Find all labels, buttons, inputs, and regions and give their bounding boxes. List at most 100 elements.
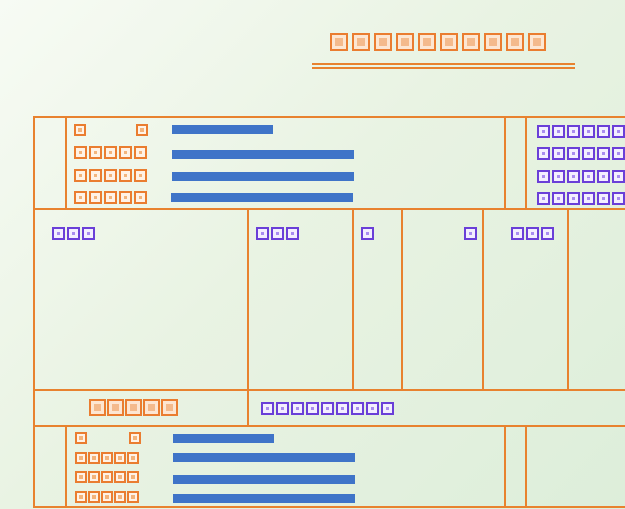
top-right-text-1 (537, 125, 625, 138)
glyph (67, 227, 80, 240)
glyph (582, 192, 595, 205)
bottom-label-4 (75, 491, 139, 503)
glyph (114, 471, 126, 483)
glyph (101, 471, 113, 483)
glyph (127, 491, 139, 503)
glyph (119, 169, 132, 182)
glyph (351, 402, 364, 415)
glyph (567, 192, 580, 205)
bottom-label-divider (65, 425, 67, 508)
glyph (88, 452, 100, 464)
glyph (462, 33, 480, 51)
top-value-line-1 (172, 125, 273, 134)
glyph (134, 191, 147, 204)
glyph (537, 192, 550, 205)
glyph (89, 399, 106, 416)
glyph (582, 147, 595, 160)
glyph (567, 147, 580, 160)
table-rule-2 (33, 389, 625, 391)
glyph (361, 227, 374, 240)
col-divider-3 (401, 208, 403, 390)
glyph (52, 227, 65, 240)
glyph (143, 399, 160, 416)
glyph (291, 402, 304, 415)
top-right-text-3 (537, 170, 625, 183)
top-label-3 (74, 169, 147, 182)
title-underline-top (312, 63, 575, 65)
footer-value (261, 402, 394, 415)
glyph (114, 491, 126, 503)
glyph (440, 33, 458, 51)
bottom-label-2 (75, 452, 139, 464)
glyph (352, 33, 370, 51)
glyph (506, 33, 524, 51)
glyph (306, 402, 319, 415)
glyph (552, 125, 565, 138)
glyph (552, 147, 565, 160)
bottom-value-line-3 (173, 475, 355, 484)
glyph (136, 124, 148, 136)
col-divider-4 (482, 208, 484, 390)
glyph (271, 227, 284, 240)
glyph (74, 169, 87, 182)
column-header-4 (464, 227, 477, 240)
glyph (89, 169, 102, 182)
glyph (526, 227, 539, 240)
column-header-1 (52, 227, 95, 240)
top-value-line-4 (171, 193, 353, 202)
bottom-value-line-2 (173, 453, 355, 462)
glyph (537, 170, 550, 183)
glyph (104, 146, 117, 159)
column-header-5 (511, 227, 554, 240)
column-header-2 (256, 227, 299, 240)
glyph (88, 491, 100, 503)
top-right-divider-2 (525, 116, 527, 209)
glyph (89, 146, 102, 159)
glyph (286, 227, 299, 240)
glyph (612, 170, 625, 183)
top-label-1a (74, 124, 86, 136)
glyph (374, 33, 392, 51)
glyph (537, 147, 550, 160)
glyph (381, 402, 394, 415)
glyph (597, 192, 610, 205)
glyph (89, 191, 102, 204)
glyph (75, 452, 87, 464)
glyph (552, 170, 565, 183)
glyph (612, 147, 625, 160)
glyph (612, 192, 625, 205)
top-right-text-2 (537, 147, 625, 160)
bottom-value-line-1 (173, 434, 274, 443)
top-label-1b (136, 124, 148, 136)
glyph (261, 402, 274, 415)
glyph (74, 146, 87, 159)
glyph (597, 125, 610, 138)
glyph (552, 192, 565, 205)
col-divider-2 (352, 208, 354, 390)
glyph (74, 124, 86, 136)
bottom-label-1a (75, 432, 87, 444)
glyph (82, 227, 95, 240)
top-value-line-3 (172, 172, 354, 181)
bottom-right-divider-2 (525, 425, 527, 508)
glyph (612, 125, 625, 138)
glyph (484, 33, 502, 51)
glyph (276, 402, 289, 415)
table-rule-1 (33, 208, 625, 210)
glyph (528, 33, 546, 51)
document-title (330, 33, 546, 51)
glyph (336, 402, 349, 415)
glyph (101, 491, 113, 503)
glyph (127, 471, 139, 483)
top-right-divider-1 (504, 116, 506, 209)
glyph (127, 452, 139, 464)
bottom-value-line-4 (173, 494, 355, 503)
col-divider-1 (247, 208, 249, 426)
glyph (597, 170, 610, 183)
glyph (104, 191, 117, 204)
glyph (129, 432, 141, 444)
glyph (537, 125, 550, 138)
bottom-label-3 (75, 471, 139, 483)
title-underline-bottom (312, 67, 575, 69)
top-value-line-2 (172, 150, 354, 159)
